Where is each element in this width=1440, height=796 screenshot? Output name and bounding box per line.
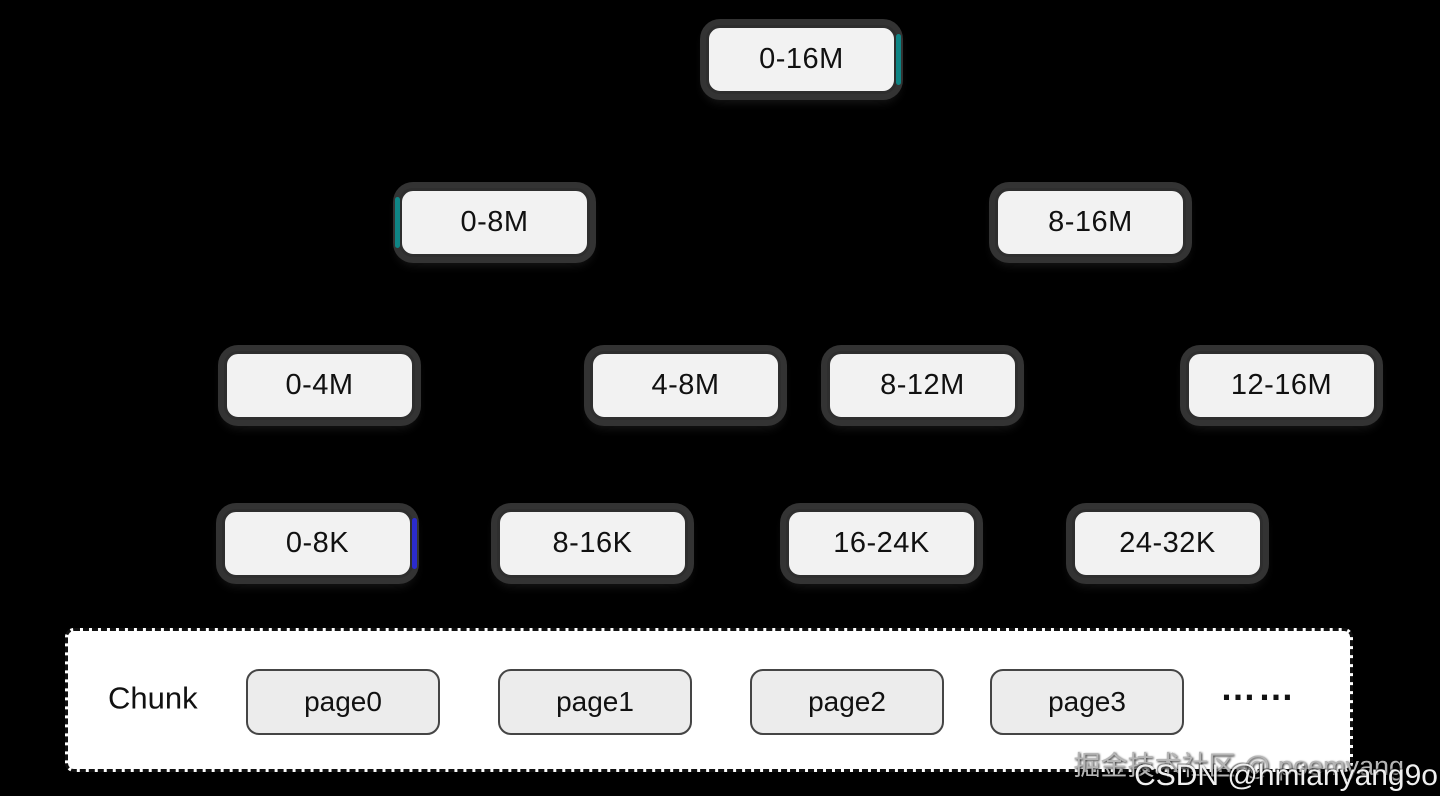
page-label: page1 xyxy=(556,686,634,717)
tree-node-8-16K: 8-16K xyxy=(497,509,688,578)
ellipsis: …… xyxy=(1220,667,1296,709)
page-label: page2 xyxy=(808,686,886,717)
edge-accent-artifact xyxy=(395,197,400,248)
tree-node-8-12M: 8-12M xyxy=(827,351,1018,420)
chunk-label: Chunk xyxy=(108,680,198,716)
tree-node-label: 0-16M xyxy=(759,43,844,75)
tree-node-label: 16-24K xyxy=(833,527,930,559)
page-label: page3 xyxy=(1048,686,1126,717)
page-box-page1: page1 xyxy=(498,669,692,735)
tree-node-4-8M: 4-8M xyxy=(590,351,781,420)
tree-node-label: 0-4M xyxy=(285,369,354,401)
edge-accent-artifact xyxy=(412,518,417,569)
page-label: page0 xyxy=(304,686,382,717)
tree-node-8-16M: 8-16M xyxy=(995,188,1186,257)
page-box-page2: page2 xyxy=(750,669,944,735)
tree-node-0-16M: 0-16M xyxy=(706,25,901,94)
tree-node-0-8K: 0-8K xyxy=(222,509,417,578)
page-box-page3: page3 xyxy=(990,669,1184,735)
tree-node-label: 24-32K xyxy=(1119,527,1216,559)
chunk-container: Chunk page0 page1 page2 page3 …… xyxy=(65,628,1353,772)
tree-node-label: 0-8M xyxy=(460,206,529,238)
tree-node-label: 8-16M xyxy=(1048,206,1133,238)
tree-node-label: 8-12M xyxy=(880,369,965,401)
page-box-page0: page0 xyxy=(246,669,440,735)
tree-node-0-4M: 0-4M xyxy=(224,351,415,420)
edge-accent-artifact xyxy=(896,34,901,85)
tree-node-label: 0-8K xyxy=(285,527,350,559)
tree-node-0-8M: 0-8M xyxy=(395,188,590,257)
tree-node-label: 8-16K xyxy=(552,527,633,559)
tree-node-24-32K: 24-32K xyxy=(1072,509,1263,578)
tree-node-label: 12-16M xyxy=(1230,369,1333,401)
tree-node-12-16M: 12-16M xyxy=(1186,351,1377,420)
tree-node-16-24K: 16-24K xyxy=(786,509,977,578)
tree-node-label: 4-8M xyxy=(651,369,720,401)
